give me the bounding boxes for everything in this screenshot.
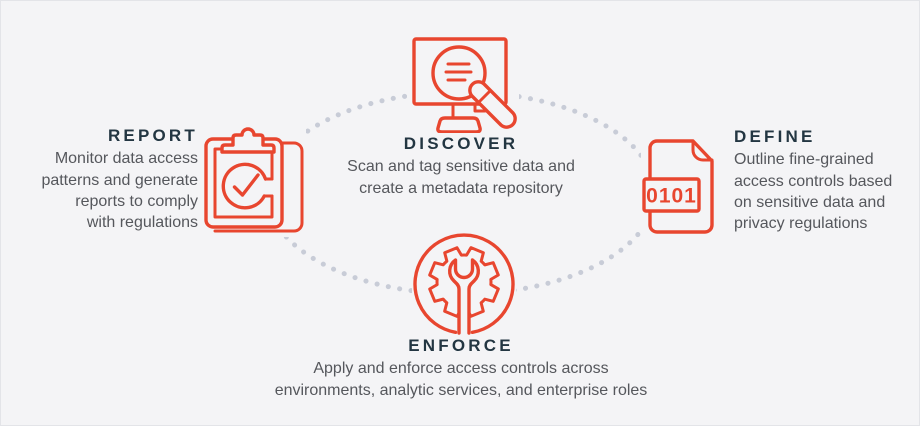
enforce-title: ENFORCE [408,336,514,355]
define-node: DEFINE Outline fine-grained access contr… [734,126,914,234]
define-description: Outline fine-grained access controls bas… [734,151,893,233]
report-description: Monitor data access patterns and generat… [41,150,198,232]
report-node: REPORT Monitor data access patterns and … [13,125,198,233]
discover-node: DISCOVER Scan and tag sensitive data and… [316,133,606,199]
gear-wrench-icon [412,232,516,336]
enforce-description: Apply and enforce access controls across… [274,360,648,399]
binary-digits-label: 0101 [646,185,697,208]
clipboard-check-icon [204,127,306,237]
binary-document-icon: 0101 [641,139,719,237]
discover-title: DISCOVER [403,134,519,153]
enforce-node: ENFORCE Apply and enforce access control… [191,335,731,401]
define-title: DEFINE [734,127,816,146]
monitor-magnifier-icon [407,31,519,133]
report-title: REPORT [107,126,198,145]
discover-description: Scan and tag sensitive data and create a… [347,158,575,197]
